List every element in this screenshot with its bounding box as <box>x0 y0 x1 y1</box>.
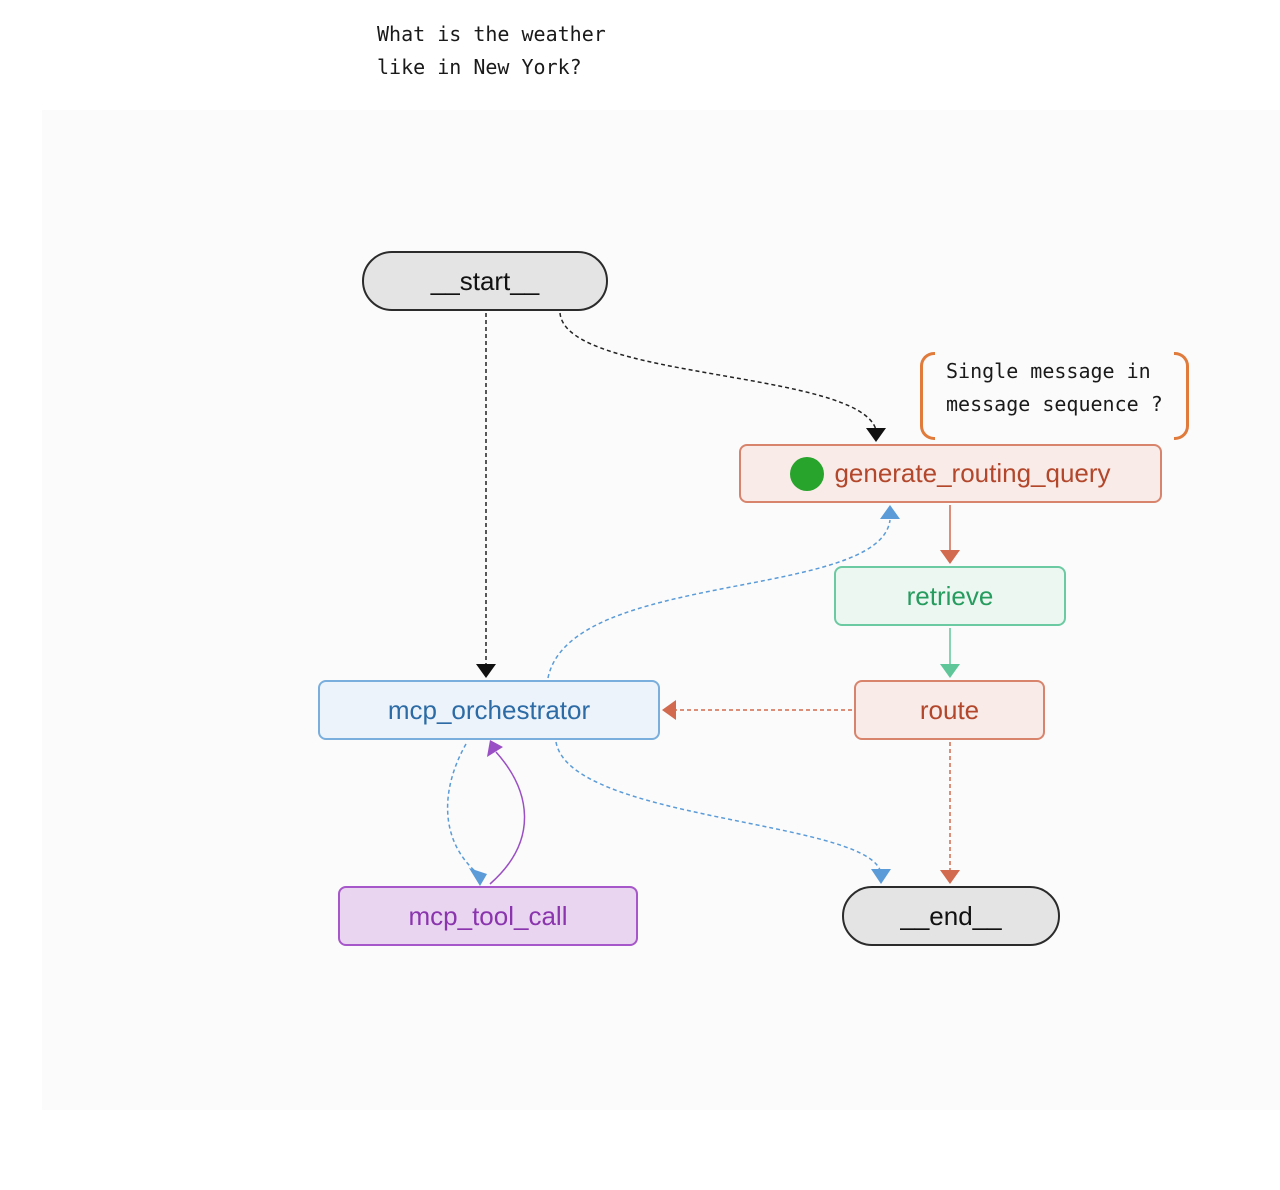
edge-orchestrator-to-generate <box>547 505 900 679</box>
node-start-label: __start__ <box>430 265 540 296</box>
edge-toolcall-to-orchestrator <box>487 740 526 885</box>
edge-start-to-orchestrator <box>476 313 496 678</box>
node-route[interactable]: route <box>854 680 1045 740</box>
node-retrieve[interactable]: retrieve <box>834 566 1066 626</box>
condition-note: Single message in message sequence ? <box>946 359 1163 416</box>
edge-orchestrator-to-toolcall <box>446 743 487 886</box>
node-end-label: __end__ <box>900 900 1002 931</box>
edge-generate-to-retrieve <box>940 505 960 564</box>
node-route-label: route <box>919 694 980 725</box>
node-mcp-tool-call[interactable]: mcp_tool_call <box>338 886 638 946</box>
node-mcp-tool-call-label: mcp_tool_call <box>408 900 568 931</box>
edge-route-to-orchestrator <box>662 700 852 720</box>
node-generate-routing-query-label: generate_routing_query <box>834 458 1111 488</box>
edge-start-to-generate <box>559 312 886 442</box>
node-mcp-orchestrator[interactable]: mcp_orchestrator <box>318 680 660 740</box>
edge-orchestrator-to-end <box>555 741 891 884</box>
note-bracket-left <box>920 352 935 440</box>
node-generate-routing-query[interactable]: generate_routing_query <box>739 444 1162 503</box>
node-end[interactable]: __end__ <box>842 886 1060 946</box>
active-status-dot-icon <box>790 456 825 491</box>
user-query-note: What is the weather like in New York? <box>377 22 606 79</box>
node-mcp-orchestrator-label: mcp_orchestrator <box>387 694 591 725</box>
edge-route-to-end <box>940 742 960 884</box>
node-start[interactable]: __start__ <box>362 251 608 311</box>
node-retrieve-label: retrieve <box>906 580 994 611</box>
graph-canvas <box>42 110 1280 1110</box>
edge-retrieve-to-route <box>940 628 960 678</box>
